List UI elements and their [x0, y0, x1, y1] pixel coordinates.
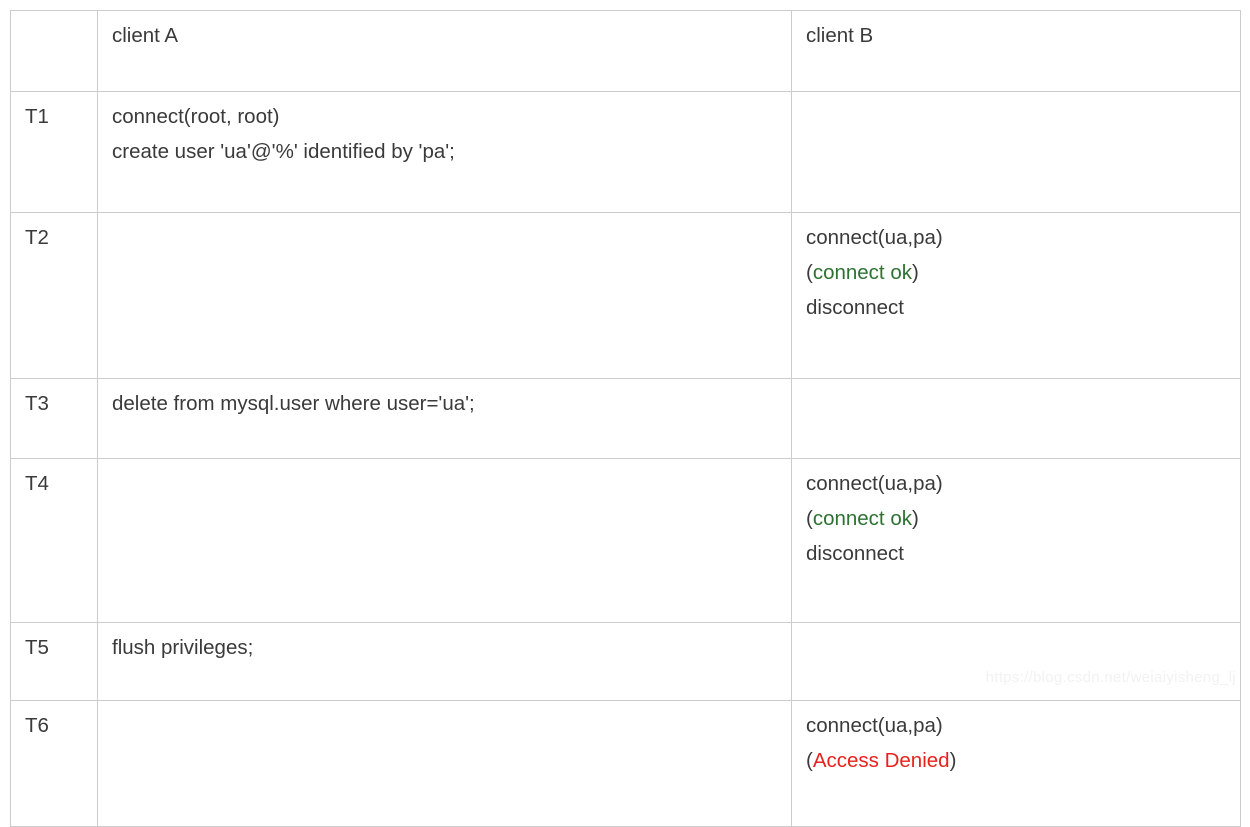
empty-cell — [806, 102, 1226, 103]
paren-open: ( — [806, 749, 813, 773]
time-label-t4: T4 — [25, 472, 49, 495]
transaction-timeline-table: client A client B T1 connect(root, root)… — [10, 10, 1241, 827]
empty-cell — [112, 223, 777, 224]
time-label-t3: T3 — [25, 392, 49, 415]
time-label-t1: T1 — [25, 105, 49, 128]
row-time-cell: T6 — [10, 700, 98, 827]
client-b-cell-t3 — [791, 378, 1241, 459]
status-line: (Access Denied) — [806, 746, 1226, 775]
status-line: (connect ok) — [806, 258, 1226, 287]
statement-line: connect(ua,pa) — [806, 714, 943, 737]
client-a-cell-t6 — [97, 700, 792, 827]
client-b-cell-t2: connect(ua,pa) (connect ok) disconnect — [791, 212, 1241, 379]
row-time-cell: T2 — [10, 212, 98, 379]
header-cell-client-a: client A — [97, 10, 792, 92]
paren-close: ) — [911, 507, 919, 531]
status-badge: Access Denied — [812, 749, 950, 773]
statement-line: create user 'ua'@'%' identified by 'pa'; — [112, 140, 455, 164]
client-a-cell-t1: connect(root, root) create user 'ua'@'%'… — [97, 91, 792, 213]
time-label-t6: T6 — [25, 714, 49, 737]
client-b-cell-t1 — [791, 91, 1241, 213]
status-badge: connect ok — [812, 261, 912, 285]
status-line: (connect ok) — [806, 504, 1226, 533]
statement-line: flush privileges; — [112, 636, 254, 659]
time-label-t2: T2 — [25, 226, 49, 249]
table-row: T4 connect(ua,pa) (connect ok) disconnec… — [10, 458, 1241, 623]
client-b-cell-t6: connect(ua,pa) (Access Denied) — [791, 700, 1241, 827]
header-cell-client-b: client B — [791, 10, 1241, 92]
table-header-row: client A client B — [10, 10, 1241, 92]
time-label-t5: T5 — [25, 636, 49, 659]
paren-open: ( — [806, 507, 813, 531]
row-time-cell: T5 — [10, 622, 98, 701]
statement-line: connect(root, root) — [112, 105, 280, 128]
empty-cell — [112, 469, 777, 470]
table-row: T5 flush privileges; — [10, 622, 1241, 701]
header-client-a-label: client A — [112, 24, 179, 47]
header-client-b-label: client B — [806, 24, 874, 47]
header-cell-time — [10, 10, 98, 92]
transaction-timeline-table-wrapper: client A client B T1 connect(root, root)… — [10, 10, 1241, 827]
client-b-cell-t5 — [791, 622, 1241, 701]
table-row: T1 connect(root, root) create user 'ua'@… — [10, 91, 1241, 213]
client-b-cell-t4: connect(ua,pa) (connect ok) disconnect — [791, 458, 1241, 623]
status-badge: connect ok — [812, 507, 912, 531]
client-a-cell-t5: flush privileges; — [97, 622, 792, 701]
empty-cell — [806, 633, 1226, 634]
paren-close: ) — [949, 749, 957, 773]
table-row: T6 connect(ua,pa) (Access Denied) — [10, 700, 1241, 827]
statement-line: connect(ua,pa) — [806, 226, 943, 249]
client-a-cell-t2 — [97, 212, 792, 379]
empty-cell — [806, 389, 1226, 390]
row-time-cell: T1 — [10, 91, 98, 213]
empty-cell — [112, 711, 777, 712]
client-a-cell-t3: delete from mysql.user where user='ua'; — [97, 378, 792, 459]
table-row: T2 connect(ua,pa) (connect ok) disconnec… — [10, 212, 1241, 379]
table-row: T3 delete from mysql.user where user='ua… — [10, 378, 1241, 459]
row-time-cell: T3 — [10, 378, 98, 459]
statement-line: disconnect — [806, 296, 905, 320]
row-time-cell: T4 — [10, 458, 98, 623]
statement-line: disconnect — [806, 542, 905, 566]
paren-close: ) — [911, 261, 919, 285]
statement-line: connect(ua,pa) — [806, 472, 943, 495]
client-a-cell-t4 — [97, 458, 792, 623]
paren-open: ( — [806, 261, 813, 285]
statement-line: delete from mysql.user where user='ua'; — [112, 392, 475, 415]
